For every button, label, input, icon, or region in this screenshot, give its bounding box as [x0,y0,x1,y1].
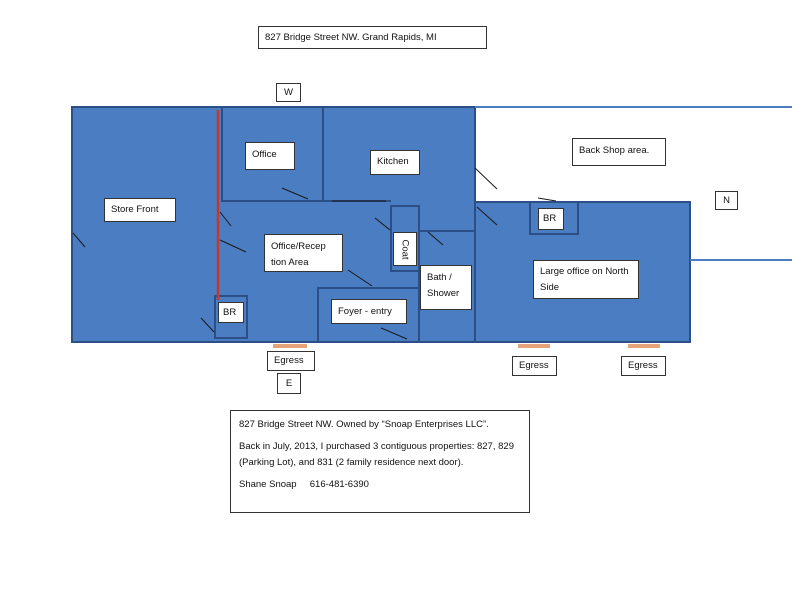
door-line [347,269,373,287]
door-line [72,232,86,248]
foyer-room [317,287,420,343]
large-office-label: Large office on North Side [533,260,639,299]
coat-label: Coat [393,232,417,266]
ownership-note: 827 Bridge Street NW. Owned by “Snoap En… [230,410,530,513]
store-front-label: Store Front [104,198,176,222]
note-line-2: Back in July, 2013, I purchased 3 contig… [239,441,514,468]
compass-west: W [276,83,301,102]
egress-label: Egress [621,356,666,376]
door-line [537,197,557,202]
bath-room [418,230,476,343]
foyer-label: Foyer - entry [331,299,407,324]
compass-north: N [715,191,738,210]
door-line [380,327,408,340]
egress-label: Egress [512,356,557,376]
door-line [476,206,498,226]
compass-east: E [277,373,301,394]
door-line [219,211,232,227]
egress-pad [518,344,550,348]
door-line [374,217,391,231]
door-line [200,317,215,333]
note-contact: Shane Snoap 616-481-6390 [239,479,369,490]
page-title: 827 Bridge Street NW. Grand Rapids, MI [258,26,487,49]
office-room [221,106,324,202]
br-right-room [529,201,579,235]
br-left-room [214,295,248,339]
kitchen-label: Kitchen [370,150,420,175]
br-right-label: BR [538,208,564,230]
door-line [474,167,498,190]
egress-pad [273,344,307,348]
door-line [427,231,444,246]
egress-pad [628,344,660,348]
office-reception-label: Office/Recep tion Area [264,234,343,272]
door-line [281,187,309,200]
br-left-label: BR [218,302,244,323]
note-line-1: 827 Bridge Street NW. Owned by “Snoap En… [239,419,489,430]
office-label: Office [245,142,295,170]
egress-label: Egress [267,351,315,371]
back-shop-label: Back Shop area. [572,138,666,166]
door-line [219,239,247,253]
bath-shower-label: Bath / Shower [420,265,472,310]
